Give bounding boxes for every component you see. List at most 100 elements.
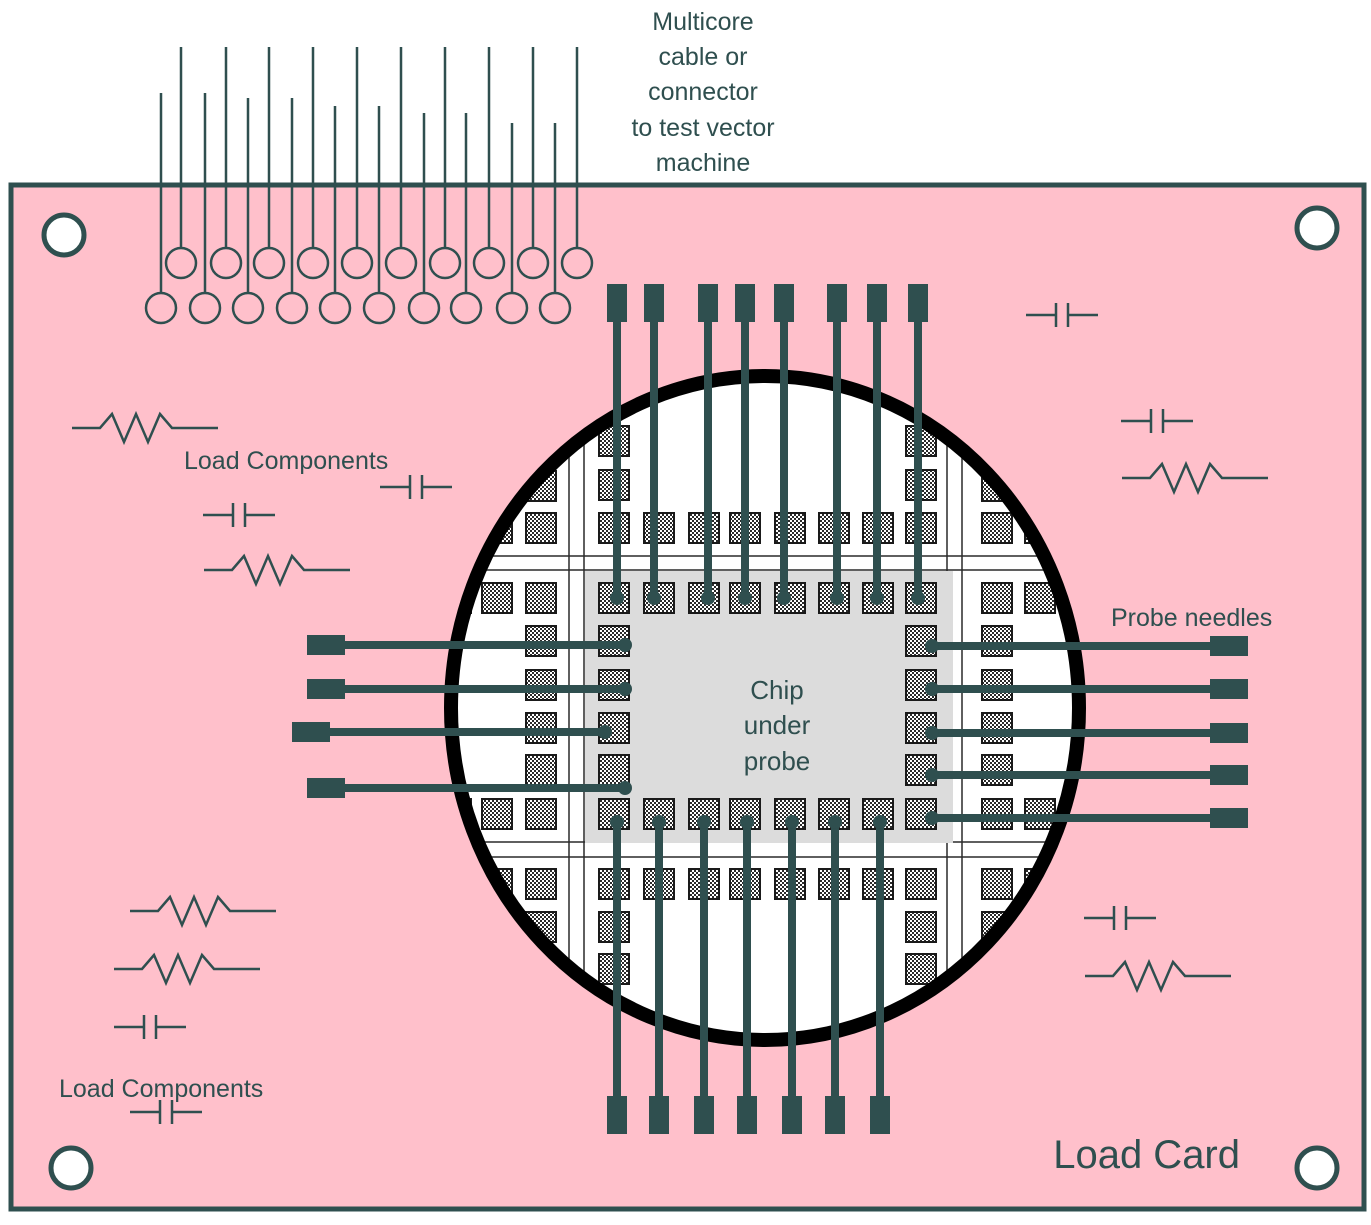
needle-clamp: [908, 284, 928, 322]
needle-tip: [828, 815, 842, 829]
needle-tip: [925, 768, 939, 782]
mounting-hole-icon: [1294, 1145, 1340, 1191]
needle-clamp: [1210, 765, 1248, 785]
needle-clamp: [825, 1096, 845, 1134]
load-components: [72, 303, 1268, 1124]
wafer-rim: [444, 369, 1086, 1047]
chip-die: [585, 571, 953, 843]
load-card-label: Load Card: [1053, 1133, 1240, 1177]
connector-pin-icon: [318, 291, 352, 325]
text-labels: Multicore cable or connector to test vec…: [59, 8, 1272, 1177]
needle-clamp: [649, 1096, 669, 1134]
needle-clamp: [694, 1096, 714, 1134]
connector-pin-icon: [428, 246, 462, 280]
needle-clamp: [867, 284, 887, 322]
needle-tip: [618, 781, 632, 795]
capacitor-icon: [130, 1100, 202, 1124]
connector-pin-icon: [188, 291, 222, 325]
connector-pin-icon: [472, 246, 506, 280]
resistor-icon: [204, 552, 350, 588]
connector-pin-icon: [384, 246, 418, 280]
needle-tip: [925, 682, 939, 696]
needle-clamp: [307, 778, 345, 798]
bond-pad-icon: [774, 512, 806, 544]
needle-clamp: [782, 1096, 802, 1134]
needle-clamp: [607, 1096, 627, 1134]
cable-label-line-1: Multicore: [652, 8, 753, 36]
needle-tip: [598, 725, 612, 739]
bond-pad-icon: [525, 798, 557, 830]
needle-clamp: [1210, 679, 1248, 699]
load-components-label-top: Load Components: [184, 447, 388, 475]
bond-pad-icon: [525, 512, 557, 544]
bond-pad-icon: [981, 868, 1013, 900]
bond-pad-icon: [981, 754, 1013, 786]
bond-pad-icon: [525, 754, 557, 786]
bond-pad-icon: [905, 868, 937, 900]
needle-clamp: [1210, 723, 1248, 743]
needle-clamp: [1210, 808, 1248, 828]
bond-pad-icon: [481, 798, 513, 830]
mounting-hole-icon: [1294, 205, 1340, 251]
load-components-label-bottom: Load Components: [59, 1075, 263, 1103]
bond-pad-icon: [525, 582, 557, 614]
connector-pin-icon: [560, 246, 594, 280]
needle-clamp: [774, 284, 794, 322]
needle-tip: [647, 591, 661, 605]
capacitor-icon: [380, 475, 452, 499]
bond-pad-icon: [905, 953, 937, 985]
bond-pad-icon: [598, 754, 630, 786]
needle-tip: [652, 815, 666, 829]
needle-clamp: [307, 679, 345, 699]
resistor-icon: [72, 410, 218, 446]
connector-pin-icon: [144, 291, 178, 325]
needle-tip: [697, 815, 711, 829]
needle-tip: [925, 639, 939, 653]
bond-pad-icon: [481, 582, 513, 614]
capacitor-icon: [1084, 906, 1156, 930]
connector-pin-icon: [275, 291, 309, 325]
connector-pin-icon: [407, 291, 441, 325]
needle-tip: [610, 815, 624, 829]
bond-pad-icon: [981, 712, 1013, 744]
capacitor-icon: [1121, 409, 1193, 433]
needle-tip: [925, 811, 939, 825]
needle-tip: [873, 815, 887, 829]
needle-clamp: [735, 284, 755, 322]
needle-clamp: [1210, 636, 1248, 656]
chip-label-line-2: under: [744, 710, 811, 740]
bond-pad-icon: [598, 798, 630, 830]
bond-pad-icon: [981, 582, 1013, 614]
needle-clamp: [737, 1096, 757, 1134]
mounting-hole-icon: [48, 1145, 94, 1191]
needle-tip: [738, 591, 752, 605]
bond-pad-icon: [981, 625, 1013, 657]
cable-label-line-3: connector: [648, 78, 758, 106]
connector-pin-icon: [340, 246, 374, 280]
probe-needles: [292, 284, 1248, 1134]
resistor-icon: [1122, 460, 1268, 496]
cable-label-line-2: cable or: [659, 43, 748, 71]
needle-tip: [701, 591, 715, 605]
bond-pad-icon: [981, 512, 1013, 544]
bond-pad-icon: [643, 512, 675, 544]
connector-pin-icon: [449, 291, 483, 325]
needle-clamp: [827, 284, 847, 322]
needle-tip: [925, 726, 939, 740]
needle-clamp: [607, 284, 627, 322]
connector-pin-icon: [362, 291, 396, 325]
capacitor-icon: [114, 1015, 186, 1039]
connector-pin-icon: [296, 246, 330, 280]
connector-pin-icon: [538, 291, 572, 325]
resistor-icon: [1085, 958, 1231, 994]
cable-label-line-4: to test vector: [631, 114, 774, 142]
needle-tip: [777, 591, 791, 605]
resistor-icon: [114, 951, 260, 987]
needle-clamp: [870, 1096, 890, 1134]
connector-pin-icon: [495, 291, 529, 325]
needle-tip: [830, 591, 844, 605]
needle-tip: [740, 815, 754, 829]
needle-tip: [785, 815, 799, 829]
connector-pin-icon: [231, 291, 265, 325]
needle-tip: [618, 638, 632, 652]
